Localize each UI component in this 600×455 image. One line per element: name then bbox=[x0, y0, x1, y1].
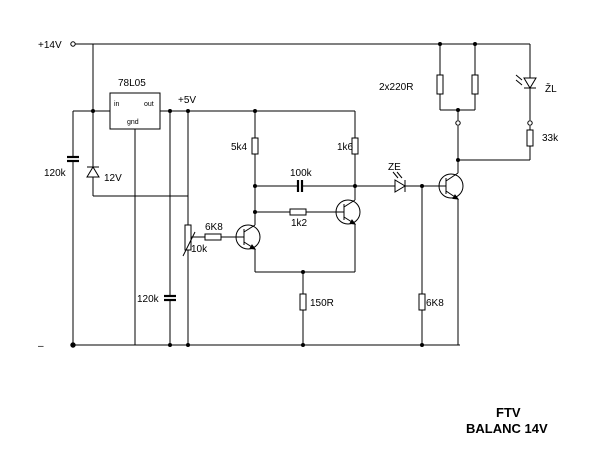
label-reg-gnd: gnd bbox=[127, 119, 139, 126]
label-zener: 12V bbox=[104, 173, 122, 184]
label-c-100k: 100k bbox=[290, 168, 313, 179]
label-reg-out: out bbox=[144, 101, 154, 108]
label-led-zl: ŽL bbox=[545, 82, 557, 95]
capacitor-input bbox=[67, 109, 95, 347]
label-reg-in: in bbox=[114, 101, 120, 108]
capacitor-100k bbox=[253, 180, 395, 192]
component-labels: +14V – 78L05 in out gnd +5V 120k 12V 120… bbox=[38, 40, 559, 352]
resistor-1k6 bbox=[351, 111, 359, 200]
transistor-t1 bbox=[235, 224, 261, 250]
label-r-33k: 33k bbox=[542, 133, 559, 144]
label-led-ze: ZE bbox=[388, 162, 401, 173]
label-r-base: 6K8 bbox=[205, 222, 223, 233]
label-regulator: 78L05 bbox=[118, 78, 146, 89]
resistor-1k2 bbox=[253, 208, 338, 216]
label-r-1k2: 1k2 bbox=[291, 218, 308, 229]
transistor-t3 bbox=[438, 160, 464, 345]
label-pot: 10k bbox=[191, 244, 208, 255]
zener-diode bbox=[86, 111, 188, 197]
resistor-150r bbox=[254, 224, 356, 347]
footer-title: FTV BALANC 14V bbox=[466, 405, 548, 436]
label-supply-plus: +14V bbox=[38, 40, 62, 51]
label-c-output: 120k bbox=[137, 294, 160, 305]
resistor-6k8 bbox=[418, 186, 426, 347]
led-ze bbox=[392, 171, 446, 193]
footer-line-1: FTV bbox=[496, 405, 521, 420]
plus5v-bus bbox=[186, 109, 355, 113]
label-supply-minus: – bbox=[38, 341, 44, 352]
regulator-78l05 bbox=[92, 44, 188, 345]
footer-line-2: BALANC 14V bbox=[466, 421, 548, 436]
transistor-t2 bbox=[335, 199, 361, 225]
label-r-1k6: 1k6 bbox=[337, 142, 354, 153]
label-plus5v: +5V bbox=[178, 95, 196, 106]
label-r-2x220: 2x220R bbox=[379, 82, 413, 93]
resistor-base bbox=[204, 233, 238, 241]
label-r-6k8: 6K8 bbox=[426, 298, 444, 309]
resistor-5k4 bbox=[251, 109, 259, 225]
label-c-input: 120k bbox=[44, 168, 67, 179]
label-r-5k4: 5k4 bbox=[231, 142, 248, 153]
potentiometer bbox=[182, 111, 205, 347]
capacitor-output bbox=[164, 109, 176, 347]
led-zl bbox=[515, 44, 537, 160]
label-r-150: 150R bbox=[310, 298, 334, 309]
resistors-2x220r bbox=[436, 42, 530, 162]
